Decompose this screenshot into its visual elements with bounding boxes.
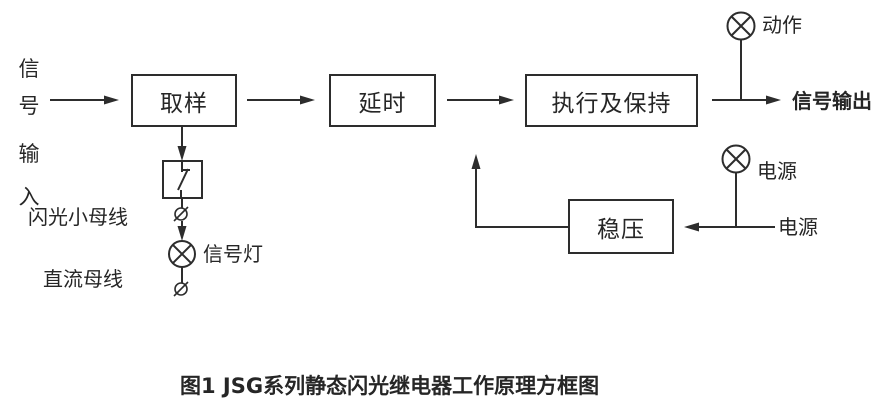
input-label-char-3: 输 (18, 142, 40, 166)
terminal-flash-bus-icon (173, 206, 189, 222)
input-label-char-2: 号 (18, 94, 40, 118)
terminal-dc-bus-icon (173, 281, 189, 297)
label-signal-lamp: 信号灯 (203, 242, 263, 266)
arrow-execute-to-output (712, 95, 781, 105)
block-delay: 延时 (329, 74, 436, 127)
arrow-sampling-to-switch (177, 127, 187, 161)
block-regulator: 稳压 (568, 199, 674, 254)
figure-caption: 图1 JSG系列静态闪光继电器工作原理方框图 (180, 374, 600, 398)
arrow-delay-to-execute (447, 95, 514, 105)
block-sampling: 取样 (131, 74, 237, 127)
block-execute-hold: 执行及保持 (525, 74, 698, 127)
power-lamp-icon (721, 144, 751, 174)
arrow-terminal-to-lamp (177, 221, 187, 241)
arrow-sampling-to-delay (247, 95, 315, 105)
label-signal-output: 信号输出 (792, 89, 872, 113)
label-power-source: 电源 (778, 215, 818, 239)
arrow-signal-input (50, 95, 119, 105)
arrow-regulator-feedback (471, 154, 568, 228)
action-lamp-icon (726, 11, 756, 41)
input-label-char-4: 入 (18, 185, 40, 209)
arrow-power-to-regulator (684, 222, 775, 232)
flash-contact-icon (162, 160, 203, 199)
label-power-lamp: 电源 (757, 159, 797, 183)
label-flash-small-bus: 闪光小母线 (28, 205, 128, 229)
label-dc-bus: 直流母线 (43, 267, 123, 291)
signal-lamp-icon (168, 240, 196, 268)
label-action: 动作 (762, 13, 802, 37)
input-label-char-1: 信 (18, 57, 40, 81)
